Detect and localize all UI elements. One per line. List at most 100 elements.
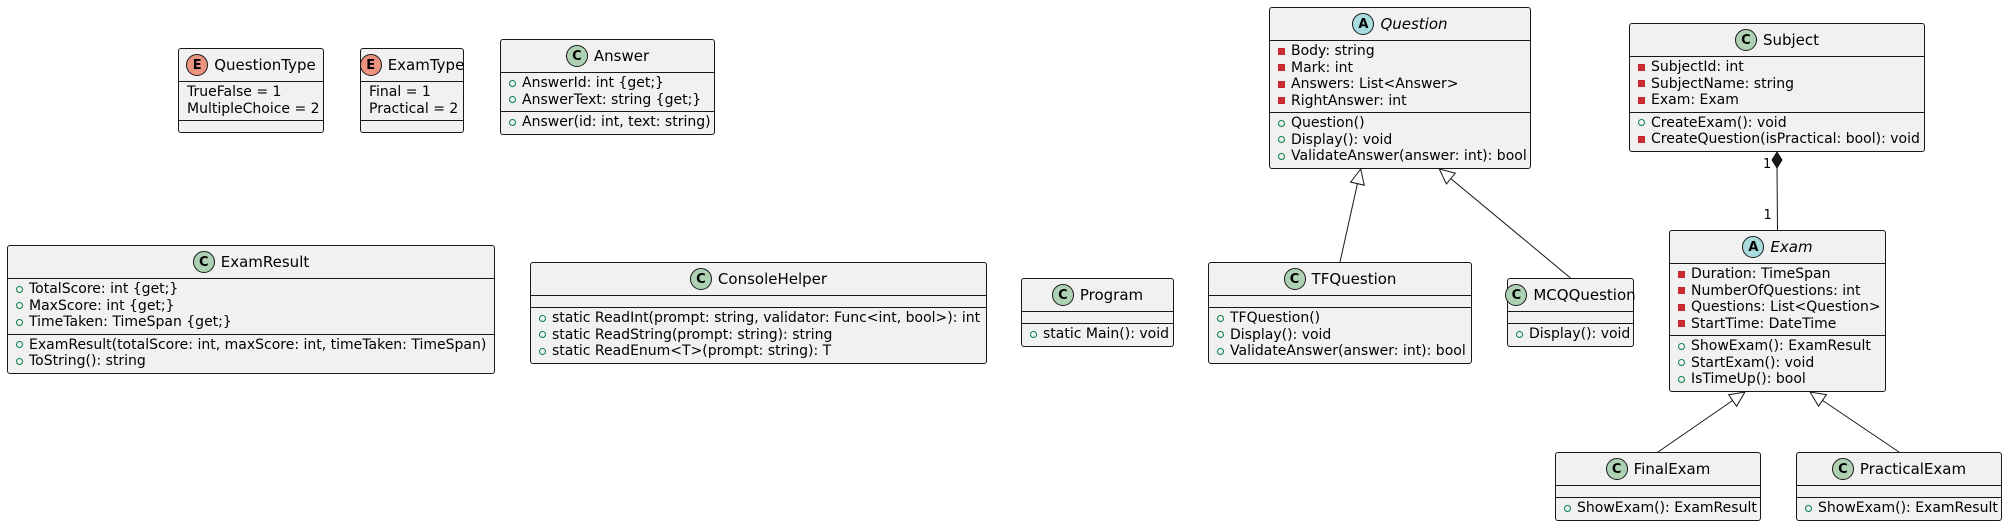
method-text: Display(): void (1230, 326, 1332, 343)
public-visibility-icon (1638, 119, 1645, 127)
method-text: ToString(): string (29, 353, 146, 369)
field-text: Answers: List<Answer> (1291, 76, 1459, 92)
field-row: MaxScore: int {get;} (16, 298, 486, 315)
field-text: NumberOfQuestions: int (1691, 282, 1861, 299)
abstract-class-stereotype-icon: A (1742, 236, 1765, 258)
class-stereotype-icon: C (1283, 268, 1306, 290)
field-row: NumberOfQuestions: int (1678, 283, 1877, 300)
method-row: TFQuestion() (1217, 310, 1463, 327)
method-text: Display(): void (1291, 131, 1393, 148)
public-visibility-icon (1217, 331, 1224, 339)
field-text: RightAnswer: int (1291, 92, 1407, 109)
private-visibility-icon (1638, 80, 1645, 88)
field-row: Body: string (1278, 43, 1522, 60)
inheritance-line (1822, 399, 1900, 453)
method-text: Answer(id: int, text: string) (522, 114, 711, 130)
public-visibility-icon (509, 118, 516, 126)
field-text: Duration: TimeSpan (1691, 266, 1831, 282)
composition-line (1776, 167, 1778, 231)
private-visibility-icon (1638, 96, 1645, 104)
class-stereotype-icon: C (1505, 284, 1528, 306)
method-text: ExamResult(totalScore: int, maxScore: in… (29, 336, 487, 353)
field-text: SubjectName: string (1651, 75, 1794, 92)
private-visibility-icon (1278, 47, 1285, 55)
fields-section (1556, 485, 1760, 497)
method-row: ValidateAnswer(answer: int): bool (1278, 148, 1527, 165)
inheritance-line (1339, 183, 1358, 263)
method-row: Display(): void (1278, 132, 1522, 149)
method-text: static ReadEnum<T>(prompt: string): T (552, 343, 832, 359)
abstract-class-stereotype-icon: A (1352, 13, 1375, 35)
field-text: Mark: int (1291, 59, 1353, 76)
public-visibility-icon (509, 79, 516, 87)
method-row: static ReadInt(prompt: string, validator… (539, 310, 980, 327)
class-stereotype-icon: C (1051, 284, 1074, 306)
field-row: AnswerId: int {get;} (509, 75, 706, 92)
method-text: ShowExam(): ExamResult (1577, 500, 1757, 516)
class-name: Subject (1762, 31, 1820, 49)
field-row: Questions: List<Question> (1678, 299, 1881, 316)
field-text: Body: string (1291, 43, 1375, 59)
field-row: TotalScore: int {get;} (16, 281, 486, 298)
private-visibility-icon (1278, 97, 1285, 105)
fields-section (1508, 311, 1633, 323)
public-visibility-icon (16, 302, 23, 310)
field-row: SubjectId: int (1638, 59, 1916, 76)
method-text: static Main(): void (1043, 326, 1170, 342)
inheritance-arrowhead (1438, 168, 1457, 185)
private-visibility-icon (1678, 303, 1685, 311)
class-name: PracticalExam (1859, 460, 1967, 478)
methods-section: ShowExam(): ExamResult (1797, 497, 2001, 520)
method-row: ShowExam(): ExamResult (1678, 338, 1877, 355)
method-row: CreateQuestion(isPractical: bool): void (1638, 131, 1920, 148)
method-text: TFQuestion() (1230, 310, 1321, 326)
class-stereotype-icon: C (1831, 458, 1854, 480)
class-name: ExamResult (220, 253, 310, 271)
method-row: Display(): void (1516, 326, 1630, 343)
class-header: C PracticalExam (1797, 453, 2001, 485)
methods-section (179, 120, 323, 132)
method-text: ValidateAnswer(answer: int): bool (1230, 343, 1466, 359)
methods-section: ShowExam(): ExamResult (1556, 497, 1760, 520)
field-text: TotalScore: int {get;} (29, 281, 179, 297)
public-visibility-icon (539, 314, 546, 322)
class-stereotype-icon: C (192, 251, 215, 273)
public-visibility-icon (539, 347, 546, 355)
field-row: TimeTaken: TimeSpan {get;} (16, 314, 486, 331)
field-row: Exam: Exam (1638, 92, 1916, 109)
public-visibility-icon (16, 285, 23, 293)
public-visibility-icon (1805, 504, 1812, 512)
private-visibility-icon (1638, 135, 1645, 143)
class-name: ConsoleHelper (717, 270, 828, 288)
method-row: StartExam(): void (1678, 355, 1877, 372)
methods-section: Answer(id: int, text: string) (501, 111, 714, 134)
method-row: static ReadEnum<T>(prompt: string): T (539, 343, 978, 360)
private-visibility-icon (1278, 64, 1285, 72)
method-text: ShowExam(): ExamResult (1818, 500, 1998, 516)
enum-literal: MultipleChoice = 2 (187, 100, 320, 117)
class-stereotype-icon: C (1734, 29, 1757, 51)
private-visibility-icon (1678, 320, 1685, 328)
